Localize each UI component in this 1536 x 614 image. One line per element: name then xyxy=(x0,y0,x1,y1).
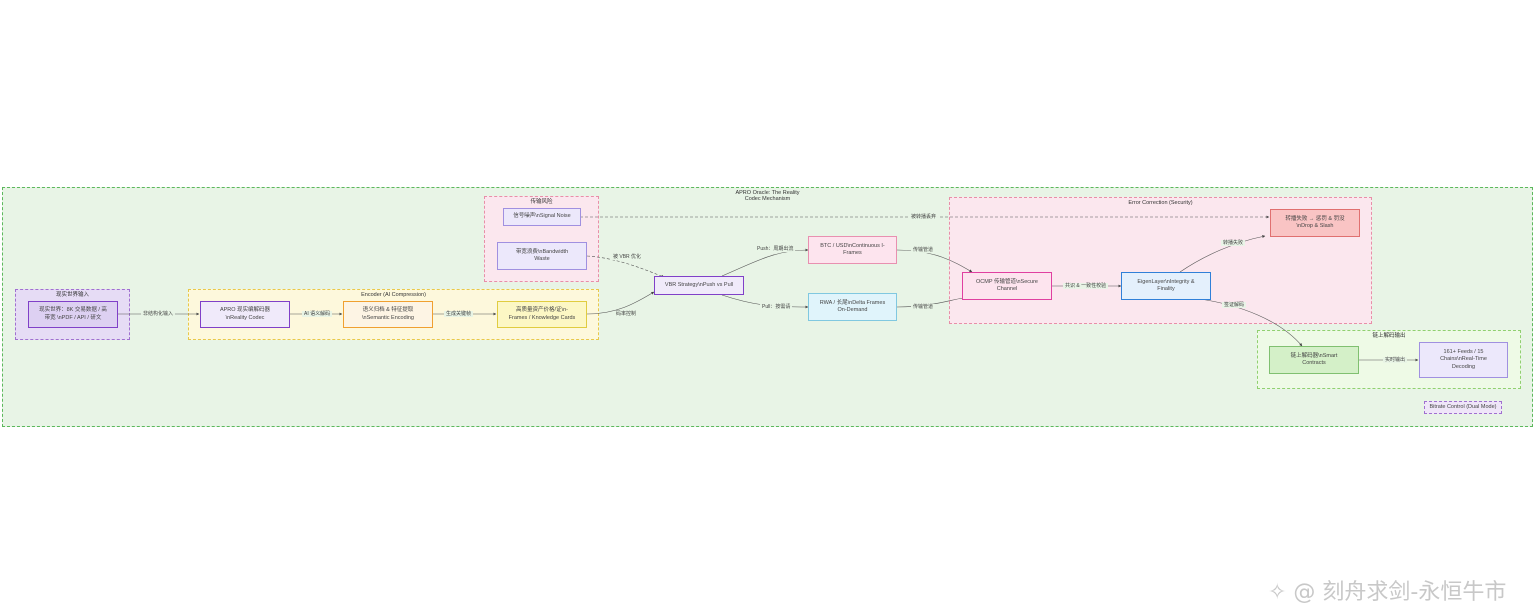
edge-label-8: 传输管道 xyxy=(911,247,936,253)
node-bitrate-control: Bitrate Control (Dual Mode) xyxy=(1424,401,1502,414)
node-signal-noise: 信号噪声\nSignal Noise xyxy=(503,208,581,226)
node-vbr-strategy: VBR Strategy\nPush vs Pull xyxy=(654,276,744,295)
edge-label-1: 非结构化输入 xyxy=(141,311,176,317)
edge-eigen-smart xyxy=(1199,298,1303,347)
edge-vbr-btc xyxy=(721,248,809,277)
edge-label-5: 被 VBR 优化 xyxy=(611,254,644,260)
edge-label-2: AI 语义解码 xyxy=(302,311,333,317)
cluster-output-title: 链上解码输出 xyxy=(1372,333,1406,339)
edge-btc-ocmp xyxy=(896,249,973,273)
edge-label-10: 共识 & 一致性校验 xyxy=(1063,283,1109,289)
node-semantic-encoding: 语义归档 & 特征提取 \nSemantic Encoding xyxy=(343,301,433,328)
node-ocmp: OCMP 传输管道\nSecure Channel xyxy=(962,272,1052,300)
node-reality-codec: APRO 现实编解码器 \nReality Codec xyxy=(200,301,290,328)
cluster-error-title: Error Correction (Security) xyxy=(1128,200,1193,206)
watermark: ✧ @ 刻舟求剑-永恒牛市 xyxy=(1268,580,1507,605)
edge-waste-vbr xyxy=(586,255,665,278)
edge-label-12: 签证解码 xyxy=(1222,302,1247,308)
edge-frames-vbr xyxy=(586,291,655,315)
edge-label-4: 码率控制 xyxy=(614,311,639,317)
cluster-encoder-title: Encoder (AI Compression) xyxy=(361,292,426,298)
node-btc-usd: BTC / USD\nContinuous I- Frames xyxy=(808,236,897,264)
edge-rwa-ocmp xyxy=(896,296,966,308)
node-rwa: RWA / 长尾\nDelta Frames On-Demand xyxy=(808,293,897,321)
node-raw-input: 现实世界：8K 交易数据 / 高 带宽 \nPDF / API / 研文 xyxy=(28,301,118,328)
node-eigenlayer: EigenLayer\nIntegrity & Finality xyxy=(1121,272,1211,300)
node-smart-contracts: 链上解码器\nSmart Contracts xyxy=(1269,346,1359,374)
node-drop-slash: 转播失败 → 惩罚 & 罚没 \nDrop & Slash xyxy=(1270,209,1360,237)
edge-label-11: 转播失败 xyxy=(1221,240,1246,246)
edge-label-14: 被转播丢弃 xyxy=(909,214,939,220)
node-bandwidth-waste: 带宽浪费\nBandwidth Waste xyxy=(497,242,587,270)
edge-label-6: Push：周期出流 xyxy=(755,246,796,252)
node-feeds: 161+ Feeds / 15 Chains\nReal-Time Decodi… xyxy=(1419,342,1508,378)
edge-label-9: 传输管道 xyxy=(911,304,936,310)
node-key-frames: 高质量资产价格/证\n- Frames / Knowledge Cards xyxy=(497,301,587,328)
cluster-input-title: 现实世界输入 xyxy=(55,292,89,298)
diagram-title: APRO Oracle: The Reality Codec Mechanism xyxy=(735,190,800,203)
edge-label-3: 生成关键帧 xyxy=(444,311,474,317)
edge-eigen-slash xyxy=(1179,235,1266,273)
edge-label-13: 实时输出 xyxy=(1383,357,1408,363)
cluster-risk-title: 传输风险 xyxy=(530,199,553,205)
edge-label-7: Pull：按需请 xyxy=(760,304,793,310)
